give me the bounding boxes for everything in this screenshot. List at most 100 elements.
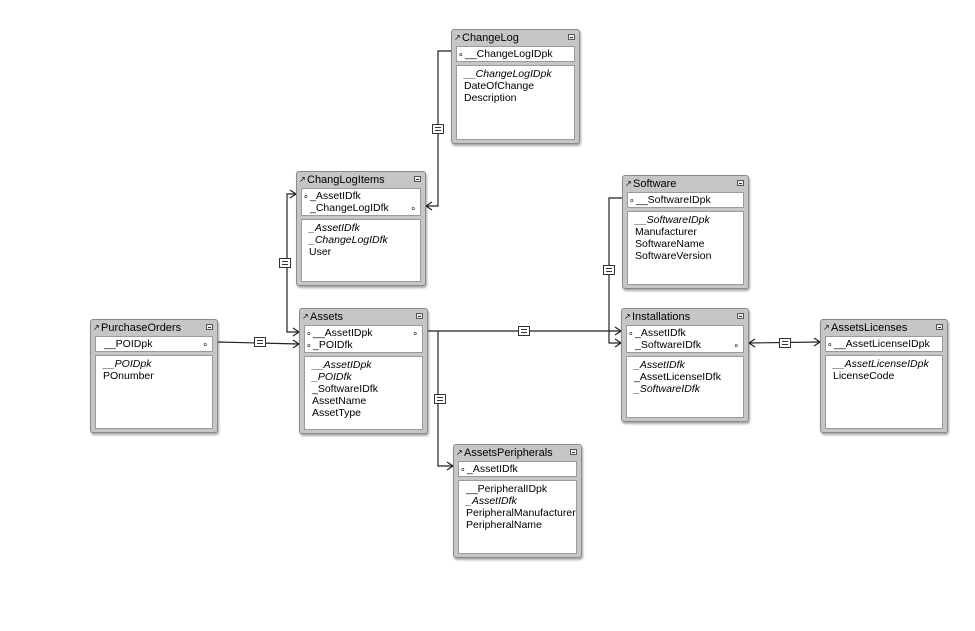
collapse-icon[interactable]: [416, 313, 423, 319]
table-changlogitems[interactable]: ↗ChangLogItems∘_AssetIDfk_ChangeLogIDfk∘…: [296, 171, 426, 286]
field-row[interactable]: _SoftwareIDfk: [305, 383, 422, 395]
field-row[interactable]: _ChangeLogIDfk: [302, 234, 420, 246]
field-row[interactable]: _AssetIDfk: [627, 359, 743, 371]
arrow-icon[interactable]: ↗: [93, 323, 100, 332]
field-row[interactable]: _AssetIDfk: [459, 495, 576, 507]
connector-dot-icon[interactable]: ∘: [306, 340, 312, 350]
connector-dot-icon[interactable]: ∘: [458, 49, 464, 59]
table-assetsperipherals[interactable]: ↗AssetsPeripherals∘_AssetIDfk__Periphera…: [453, 444, 582, 558]
crowfoot-changlogitems[interactable]: [425, 201, 433, 211]
field-row[interactable]: __PeripheralIDpk: [459, 483, 576, 495]
table-header[interactable]: ↗Software: [625, 177, 746, 191]
table-header[interactable]: ↗Assets: [302, 310, 425, 324]
field-name: _AssetIDfk: [466, 495, 517, 507]
collapse-icon[interactable]: [737, 180, 744, 186]
field-row[interactable]: __POIDpk: [96, 358, 212, 370]
key-field-row[interactable]: ∘__ChangeLogIDpk: [457, 48, 574, 60]
collapse-icon[interactable]: [568, 34, 575, 40]
equals-join-icon[interactable]: [434, 394, 446, 404]
equals-join-icon[interactable]: [254, 337, 266, 347]
key-field-row[interactable]: ∘_AssetIDfk: [302, 190, 420, 202]
collapse-icon[interactable]: [737, 313, 744, 319]
arrow-icon[interactable]: ↗: [299, 175, 306, 184]
key-field-row[interactable]: ∘__AssetLicenseIDpk: [826, 338, 942, 350]
equals-join-icon[interactable]: [779, 338, 791, 348]
equals-join-icon[interactable]: [603, 265, 615, 275]
crowfoot-installations-from-assets[interactable]: [614, 326, 622, 336]
crowfoot-installations-from-software[interactable]: [614, 338, 622, 348]
field-row[interactable]: _POIDfk: [305, 371, 422, 383]
field-row[interactable]: _AssetLicenseIDfk: [627, 371, 743, 383]
equals-join-icon[interactable]: [432, 124, 444, 134]
field-row[interactable]: Description: [457, 92, 574, 104]
table-header[interactable]: ↗AssetsLicenses: [823, 321, 945, 335]
crowfoot-assetslicenses[interactable]: [813, 337, 821, 347]
table-header[interactable]: ↗AssetsPeripherals: [456, 446, 579, 460]
field-row[interactable]: PeripheralManufacturer: [459, 507, 576, 519]
table-header[interactable]: ↗PurchaseOrders: [93, 321, 215, 335]
key-field-row[interactable]: ∘__SoftwareIDpk: [628, 194, 743, 206]
field-row[interactable]: AssetType: [305, 407, 422, 419]
table-header[interactable]: ↗ChangLogItems: [299, 173, 423, 187]
field-row[interactable]: AssetName: [305, 395, 422, 407]
arrow-icon[interactable]: ↗: [454, 33, 461, 42]
key-field-row[interactable]: __POIDpk∘: [96, 338, 212, 350]
collapse-icon[interactable]: [206, 324, 213, 330]
collapse-icon[interactable]: [414, 176, 421, 182]
field-row[interactable]: SoftwareName: [628, 238, 743, 250]
key-field-row[interactable]: ∘_POIDfk: [305, 339, 422, 351]
field-row[interactable]: DateOfChange: [457, 80, 574, 92]
arrow-icon[interactable]: ↗: [624, 312, 631, 321]
field-row[interactable]: __AssetLicenseIDpk: [826, 358, 942, 370]
key-field-row[interactable]: ∘_AssetIDfk: [459, 463, 576, 475]
field-row[interactable]: LicenseCode: [826, 370, 942, 382]
crowfoot-changlogitems-left[interactable]: [289, 189, 297, 199]
arrow-icon[interactable]: ↗: [302, 312, 309, 321]
field-row[interactable]: PeripheralName: [459, 519, 576, 531]
field-row[interactable]: Manufacturer: [628, 226, 743, 238]
connector-dot-icon[interactable]: ∘: [202, 339, 208, 349]
key-field-row[interactable]: _ChangeLogIDfk∘: [302, 202, 420, 214]
field-row[interactable]: SoftwareVersion: [628, 250, 743, 262]
equals-join-icon[interactable]: [518, 326, 530, 336]
field-row[interactable]: _SoftwareIDfk: [627, 383, 743, 395]
table-installations[interactable]: ↗Installations∘_AssetIDfk_SoftwareIDfk∘_…: [621, 308, 749, 422]
key-field-row[interactable]: ∘_AssetIDfk: [627, 327, 743, 339]
key-field-row[interactable]: ∘__AssetIDpk∘: [305, 327, 422, 339]
table-assets[interactable]: ↗Assets∘__AssetIDpk∘∘_POIDfk__AssetIDpk_…: [299, 308, 428, 434]
field-row[interactable]: _AssetIDfk: [302, 222, 420, 234]
equals-join-icon[interactable]: [279, 258, 291, 268]
connector-dot-icon[interactable]: ∘: [628, 328, 634, 338]
crowfoot-assets-from-purchaseorders[interactable]: [292, 339, 300, 349]
field-row[interactable]: __AssetIDpk: [305, 359, 422, 371]
connector-dot-icon[interactable]: ∘: [460, 464, 466, 474]
line-assets-assetsperipherals[interactable]: [437, 331, 453, 467]
table-header[interactable]: ↗Installations: [624, 310, 746, 324]
field-row[interactable]: __SoftwareIDpk: [628, 214, 743, 226]
field-row[interactable]: User: [302, 246, 420, 258]
arrow-icon[interactable]: ↗: [823, 323, 830, 332]
crowfoot-assetsperipherals[interactable]: [446, 461, 454, 471]
connector-dot-icon[interactable]: ∘: [303, 191, 309, 201]
connector-dot-icon[interactable]: ∘: [412, 328, 418, 338]
field-row[interactable]: __ChangeLogIDpk: [457, 68, 574, 80]
table-header[interactable]: ↗ChangeLog: [454, 31, 577, 45]
crowfoot-assets-from-changlogitems[interactable]: [292, 327, 300, 337]
table-changelog[interactable]: ↗ChangeLog ∘__ChangeLogIDpk __ChangeLogIDp…: [451, 29, 580, 144]
table-assetslicenses[interactable]: ↗AssetsLicenses ∘__AssetLicenseIDpk __Asse…: [820, 319, 948, 433]
key-field-row[interactable]: _SoftwareIDfk∘: [627, 339, 743, 351]
arrow-icon[interactable]: ↗: [625, 179, 632, 188]
connector-dot-icon[interactable]: ∘: [306, 328, 312, 338]
arrow-icon[interactable]: ↗: [456, 448, 463, 457]
connector-dot-icon[interactable]: ∘: [733, 340, 739, 350]
connector-dot-icon[interactable]: ∘: [629, 195, 635, 205]
collapse-icon[interactable]: [936, 324, 943, 330]
field-row[interactable]: POnumber: [96, 370, 212, 382]
connector-dot-icon[interactable]: ∘: [410, 203, 416, 213]
crowfoot-installations-right[interactable]: [748, 338, 756, 348]
collapse-icon[interactable]: [570, 449, 577, 455]
connector-dot-icon[interactable]: ∘: [827, 339, 833, 349]
